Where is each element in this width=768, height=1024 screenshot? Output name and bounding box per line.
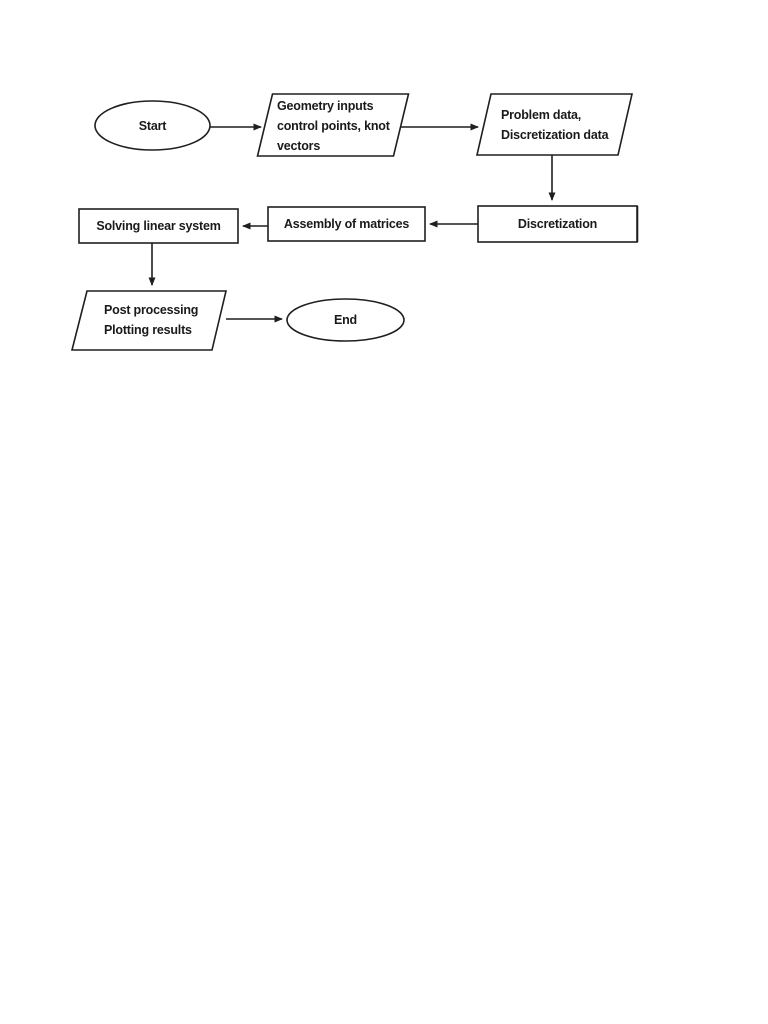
geometry-inputs-line-3: vectors: [277, 139, 321, 153]
start-terminator-shape: [94, 100, 211, 151]
solving-node-label: Solving linear system: [96, 219, 221, 233]
post-processing-parallelogram-shape: [70, 290, 228, 351]
assembly-node-label: Assembly of matrices: [283, 217, 410, 231]
discretization-rect-shape: [477, 205, 638, 243]
problem-data-line-2: Discretization data: [501, 128, 609, 142]
geometry-inputs-parallelogram-shape: [256, 93, 410, 157]
start-node-label: Start: [138, 118, 167, 133]
solving-rect-shape: [78, 208, 239, 244]
geometry-inputs-line-1: Geometry inputs: [277, 99, 374, 113]
problem-data-node-label: Problem data, Discretization data: [501, 105, 609, 145]
post-processing-line-1: Post processing: [104, 303, 199, 317]
assembly-rect-shape: [267, 206, 426, 242]
post-processing-line-2: Plotting results: [104, 323, 192, 337]
end-terminator-shape: [286, 298, 405, 342]
post-processing-node-label: Post processing Plotting results: [104, 300, 198, 340]
end-node-label: End: [333, 313, 357, 327]
discretization-node-label: Discretization: [517, 217, 598, 231]
problem-data-parallelogram-shape: [475, 93, 634, 156]
geometry-inputs-node-label: Geometry inputs control points, knot vec…: [277, 96, 390, 156]
problem-data-line-1: Problem data,: [501, 108, 582, 122]
geometry-inputs-line-2: control points, knot: [277, 119, 390, 133]
